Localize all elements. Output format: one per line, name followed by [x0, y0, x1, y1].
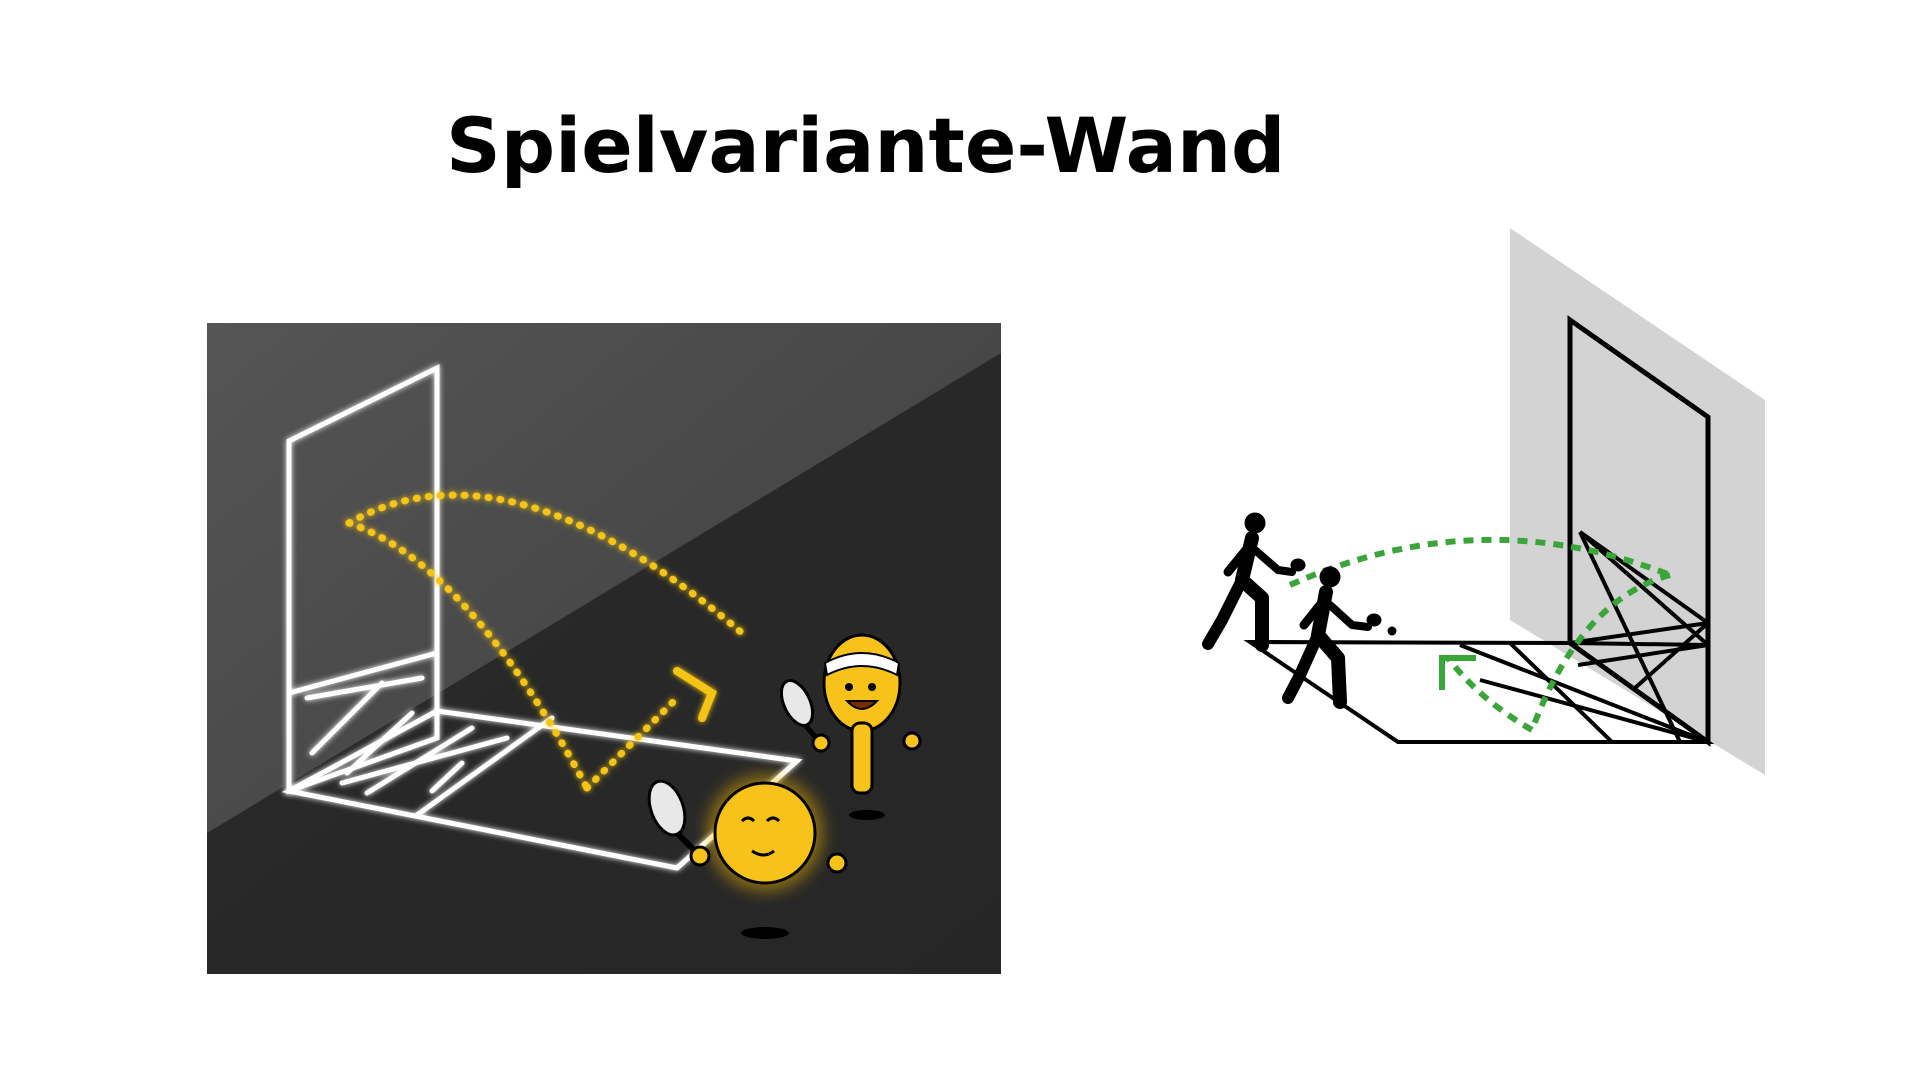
chalk-wall	[286, 363, 440, 795]
ball-path	[345, 491, 746, 792]
paddle-character-icon	[779, 633, 922, 820]
player-figure-icon	[1202, 512, 1306, 652]
player-figure-icon	[1282, 566, 1397, 709]
wall-game-illustration	[207, 323, 1001, 974]
wall-game-diagram	[1202, 228, 1765, 775]
ball-path	[1288, 536, 1672, 733]
chalk-court	[281, 708, 803, 871]
court-lines	[1243, 530, 1715, 744]
ball-direction-arrow-icon	[1439, 655, 1476, 690]
slide-title: Spielvariante-Wand	[446, 101, 1286, 190]
round-ball-character-icon	[647, 775, 848, 939]
ball-direction-arrow-icon	[673, 667, 717, 722]
